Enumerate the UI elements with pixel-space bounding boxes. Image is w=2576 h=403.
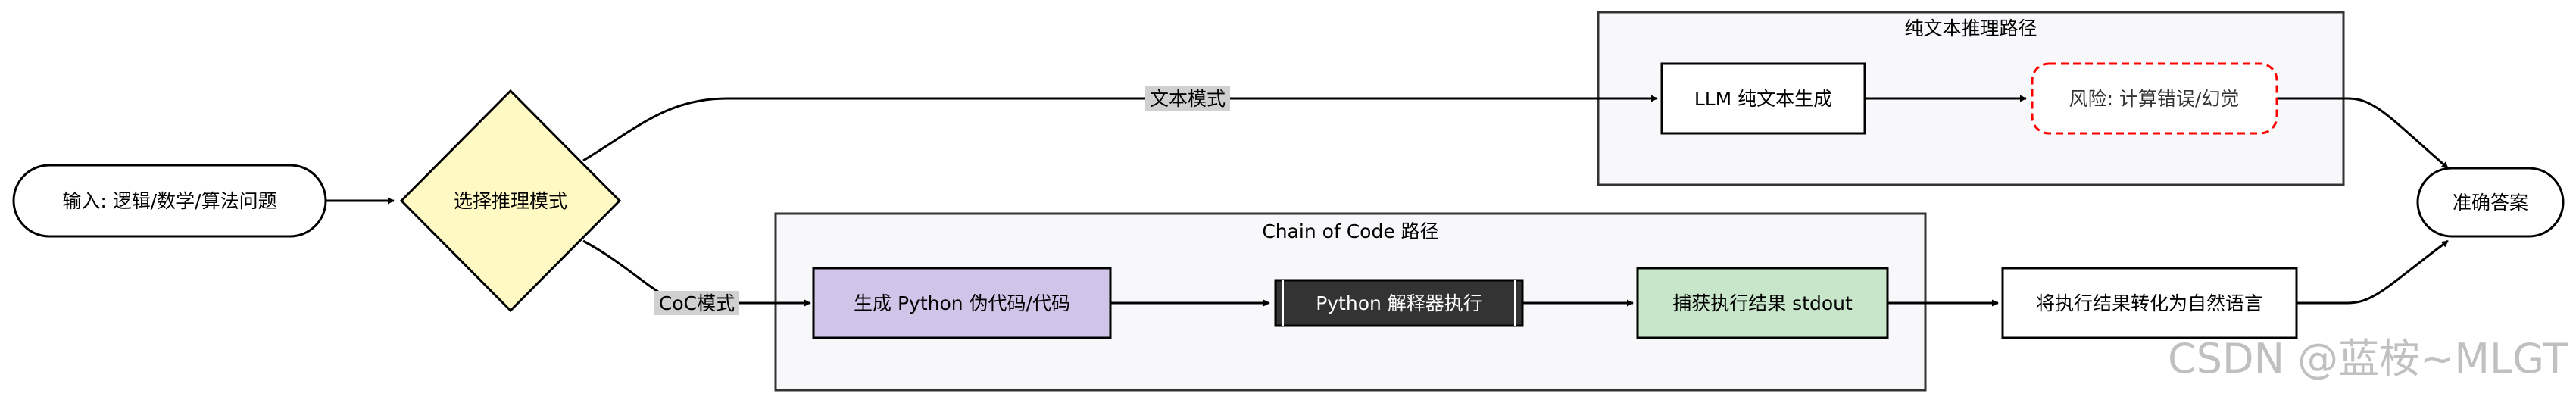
code-path-group-title: Chain of Code 路径 (1262, 220, 1438, 242)
edge-convert-to-answer (2297, 239, 2449, 305)
edge-label-text-mode-bg (1145, 86, 1230, 111)
decision-node (399, 89, 622, 313)
edge-label-text-mode: 文本模式 (1150, 88, 1226, 110)
risk-node (2031, 62, 2278, 135)
interpreter-node-label: Python 解释器执行 (1316, 292, 1482, 314)
edge-label-coc-mode: CoC模式 (659, 292, 735, 314)
capture-node-label: 捕获执行结果 stdout (1672, 292, 1853, 314)
capture-node (1636, 267, 1889, 339)
answer-node-label: 准确答案 (2453, 192, 2528, 214)
gen-code-node (812, 267, 1112, 339)
llm-text-node (1660, 62, 1866, 135)
text-path-group-title: 纯文本推理路径 (1904, 17, 2037, 39)
decision-node-label: 选择推理模式 (454, 190, 567, 212)
answer-node (2416, 167, 2565, 238)
input-node (12, 164, 327, 238)
edge-decision-to-llm (582, 95, 1658, 162)
interpreter-node (1274, 279, 1524, 327)
risk-node-label: 风险: 计算错误/幻觉 (2069, 88, 2240, 110)
convert-node (2001, 267, 2298, 339)
edge-label-coc-mode-bg (654, 291, 739, 315)
llm-text-node-label: LLM 纯文本生成 (1694, 88, 1832, 110)
gen-code-node-label: 生成 Python 伪代码/代码 (854, 292, 1070, 314)
input-node-label: 输入: 逻辑/数学/算法问题 (62, 190, 276, 212)
convert-node-label: 将执行结果转化为自然语言 (2036, 292, 2263, 314)
watermark: CSDN @蓝桉~MLGT (2168, 335, 2568, 383)
edge-risk-to-answer (2277, 97, 2449, 170)
